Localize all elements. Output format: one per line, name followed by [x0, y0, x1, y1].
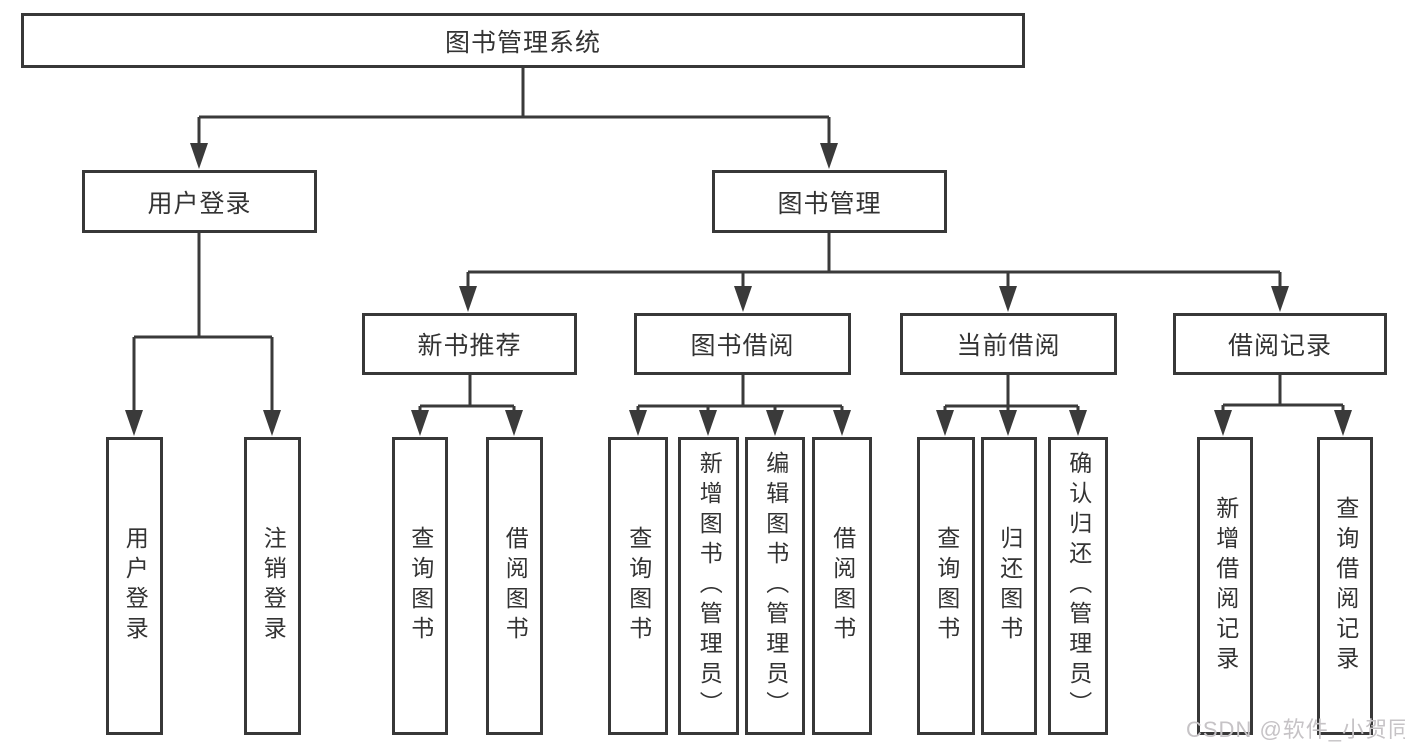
- branch-current-borrowing: [936, 375, 1087, 436]
- arrow-down: [459, 286, 477, 312]
- arrow-down: [411, 410, 429, 436]
- node-user-login: 用户登录: [82, 170, 317, 233]
- node-current-borrowing: 当前借阅: [900, 313, 1117, 375]
- node-label: 查询图书: [625, 526, 652, 646]
- node-label: 图书管理: [777, 189, 882, 218]
- node-label: 注销登录: [260, 526, 287, 646]
- node-label: 查询图书: [933, 526, 960, 646]
- csdn-watermark: CSDN @软件_小贺同学: [1186, 717, 1405, 742]
- node-leaf-edit-book-admin: 编辑图书（管理员）: [745, 437, 805, 735]
- branch-borrowing-records: [1214, 375, 1352, 436]
- node-book-management: 图书管理: [712, 170, 947, 233]
- arrow-down: [1069, 410, 1087, 436]
- node-leaf-return-book: 归还图书: [981, 437, 1037, 735]
- arrow-down: [820, 143, 838, 169]
- node-library-management-system: 图书管理系统: [21, 13, 1025, 68]
- arrow-down: [766, 410, 784, 436]
- node-label: 新增图书（管理员）: [696, 451, 723, 721]
- node-label: 借阅记录: [1227, 332, 1332, 360]
- node-new-book-recommendation: 新书推荐: [362, 313, 577, 375]
- node-label: 归还图书: [996, 526, 1023, 646]
- arrow-down: [1271, 286, 1289, 312]
- arrow-down: [999, 410, 1017, 436]
- arrow-down: [833, 410, 851, 436]
- node-book-borrowing: 图书借阅: [634, 313, 851, 375]
- branch-book-borrowing: [629, 375, 851, 436]
- node-label: 查询图书: [407, 526, 434, 646]
- arrow-down: [263, 410, 281, 436]
- arrow-down: [125, 410, 143, 436]
- node-leaf-logout: 注销登录: [244, 437, 301, 735]
- branch-new-books: [411, 375, 523, 436]
- node-leaf-borrow-books: 借阅图书: [812, 437, 872, 735]
- node-leaf-user-login: 用户登录: [106, 437, 163, 735]
- node-borrowing-records: 借阅记录: [1173, 313, 1387, 375]
- arrow-down: [699, 410, 717, 436]
- branch-root-to-level2: [190, 68, 838, 169]
- arrow-down: [734, 286, 752, 312]
- node-label: 编辑图书（管理员）: [762, 451, 789, 721]
- node-label: 用户登录: [122, 526, 149, 646]
- node-label: 图书借阅: [690, 332, 795, 360]
- arrow-down: [1214, 410, 1232, 436]
- node-leaf-borrow-books-recommend: 借阅图书: [486, 437, 543, 735]
- node-label: 确认归还（管理员）: [1065, 451, 1092, 721]
- arrow-down: [936, 410, 954, 436]
- node-leaf-query-books-borrow: 查询图书: [608, 437, 668, 735]
- node-label: 用户登录: [147, 189, 252, 218]
- node-leaf-confirm-return-admin: 确认归还（管理员）: [1048, 437, 1108, 735]
- node-label: 新书推荐: [417, 332, 522, 360]
- node-leaf-add-book-admin: 新增图书（管理员）: [678, 437, 739, 735]
- arrow-down: [1334, 410, 1352, 436]
- node-leaf-query-borrow-record: 查询借阅记录: [1317, 437, 1373, 735]
- node-leaf-add-borrow-record: 新增借阅记录: [1197, 437, 1253, 735]
- node-leaf-query-books-current: 查询图书: [917, 437, 975, 735]
- branch-user-login: [125, 233, 281, 436]
- node-label: 查询借阅记录: [1332, 496, 1359, 676]
- node-label: 借阅图书: [502, 526, 529, 646]
- node-label: 借阅图书: [829, 526, 856, 646]
- node-label: 当前借阅: [956, 332, 1061, 360]
- branch-book-management: [459, 233, 1289, 312]
- arrow-down: [190, 143, 208, 169]
- node-label: 图书管理系统: [444, 28, 601, 57]
- node-label: 新增借阅记录: [1212, 496, 1239, 676]
- arrow-down: [999, 286, 1017, 312]
- node-leaf-query-books-recommend: 查询图书: [392, 437, 448, 735]
- arrow-down: [629, 410, 647, 436]
- arrow-down: [505, 410, 523, 436]
